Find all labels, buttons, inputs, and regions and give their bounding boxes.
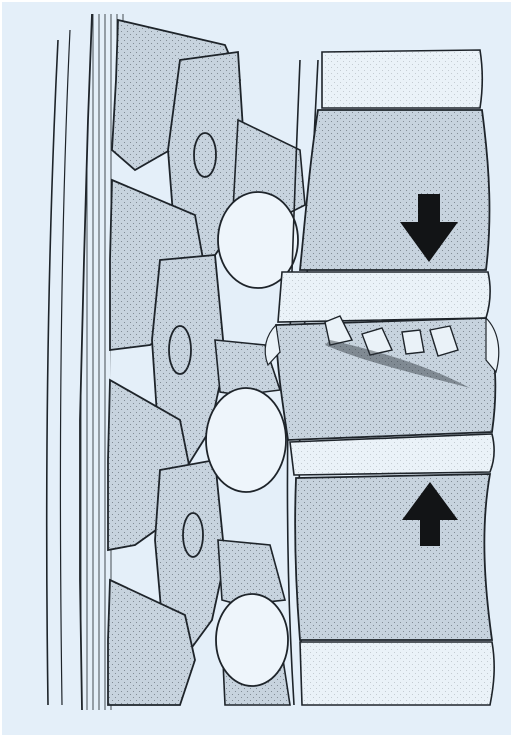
foramen-middle (206, 388, 286, 492)
fracture-fragment (402, 330, 424, 354)
foramen-lower (216, 594, 288, 686)
